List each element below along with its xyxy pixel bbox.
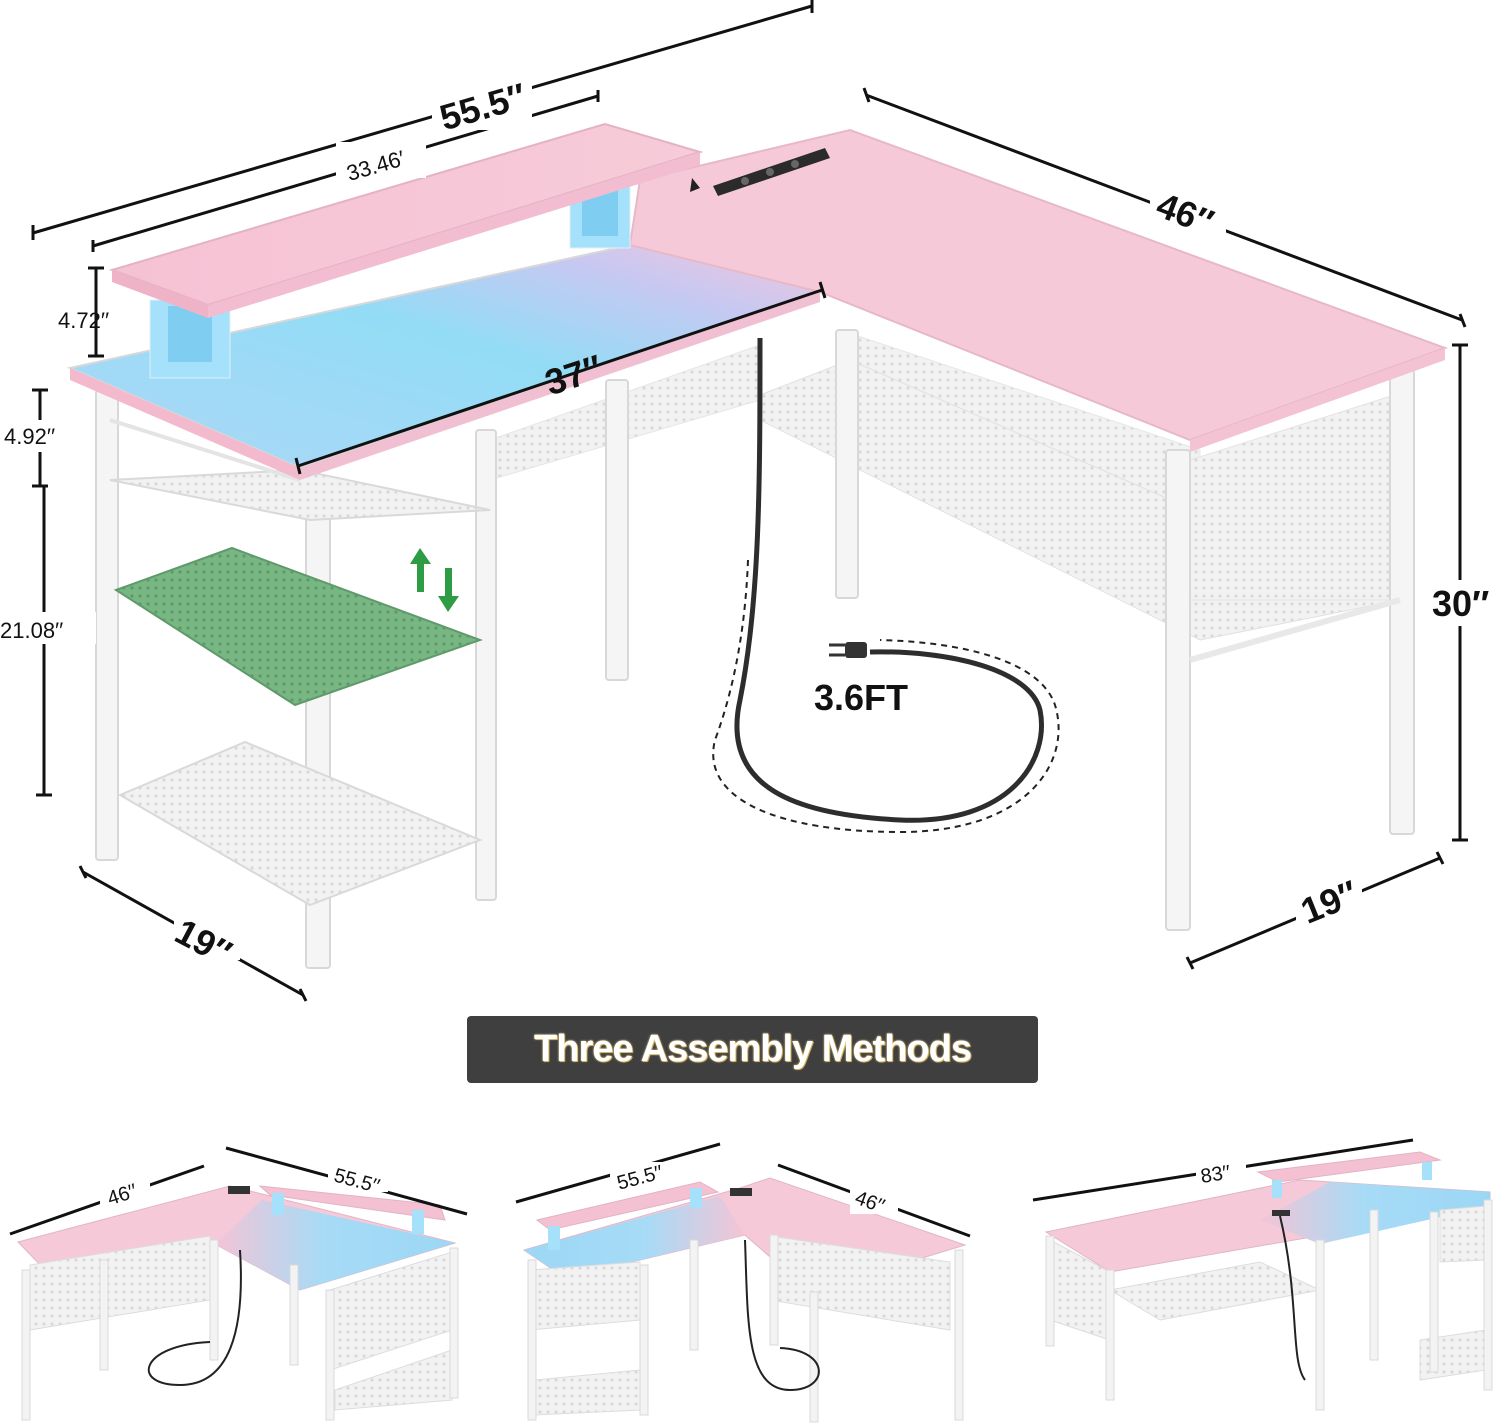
dim-lower-height: 21.08′′ <box>0 618 63 643</box>
assembly-method-2: 55.5′′ 46′′ <box>515 1142 971 1423</box>
dim-stand-height: 4.72′′ <box>58 308 109 333</box>
power-cord-outline <box>712 559 1060 834</box>
upper-side-shelf <box>109 468 491 522</box>
desk-front-edge <box>70 368 300 480</box>
assembly-banner: Three Assembly Methods <box>467 1016 1038 1083</box>
dim-desk-height: 30′′ <box>1432 583 1489 624</box>
desk-side-edge <box>1190 348 1445 452</box>
main-desk <box>66 122 1448 969</box>
cord-length-label: 3.6FT <box>814 677 908 718</box>
assembly-method-1: 46′′ 55.5′′ <box>9 1146 468 1421</box>
assembly-method-3: 83′′ <box>1032 1138 1493 1411</box>
adjust-arrows-icon <box>410 548 459 612</box>
dim-shelf-gap: 4.92′′ <box>4 424 55 449</box>
bottom-side-shelf <box>117 740 483 907</box>
method-3-top-label: 83′′ <box>1199 1162 1232 1188</box>
desk-front-edge-2 <box>300 292 820 480</box>
dimension-labels: 55.5′′ 33.46′ 46′′ 4.72′′ 37′′ 4.92′′ 21… <box>0 75 1500 974</box>
monitor-stand <box>108 122 704 379</box>
banner-title: Three Assembly Methods <box>534 1028 972 1070</box>
plug-icon <box>829 642 867 658</box>
power-strip <box>690 148 830 196</box>
dim-left-depth: 19′′ <box>169 910 239 973</box>
adjustable-green-shelf <box>113 546 483 707</box>
power-cord <box>734 337 1044 823</box>
